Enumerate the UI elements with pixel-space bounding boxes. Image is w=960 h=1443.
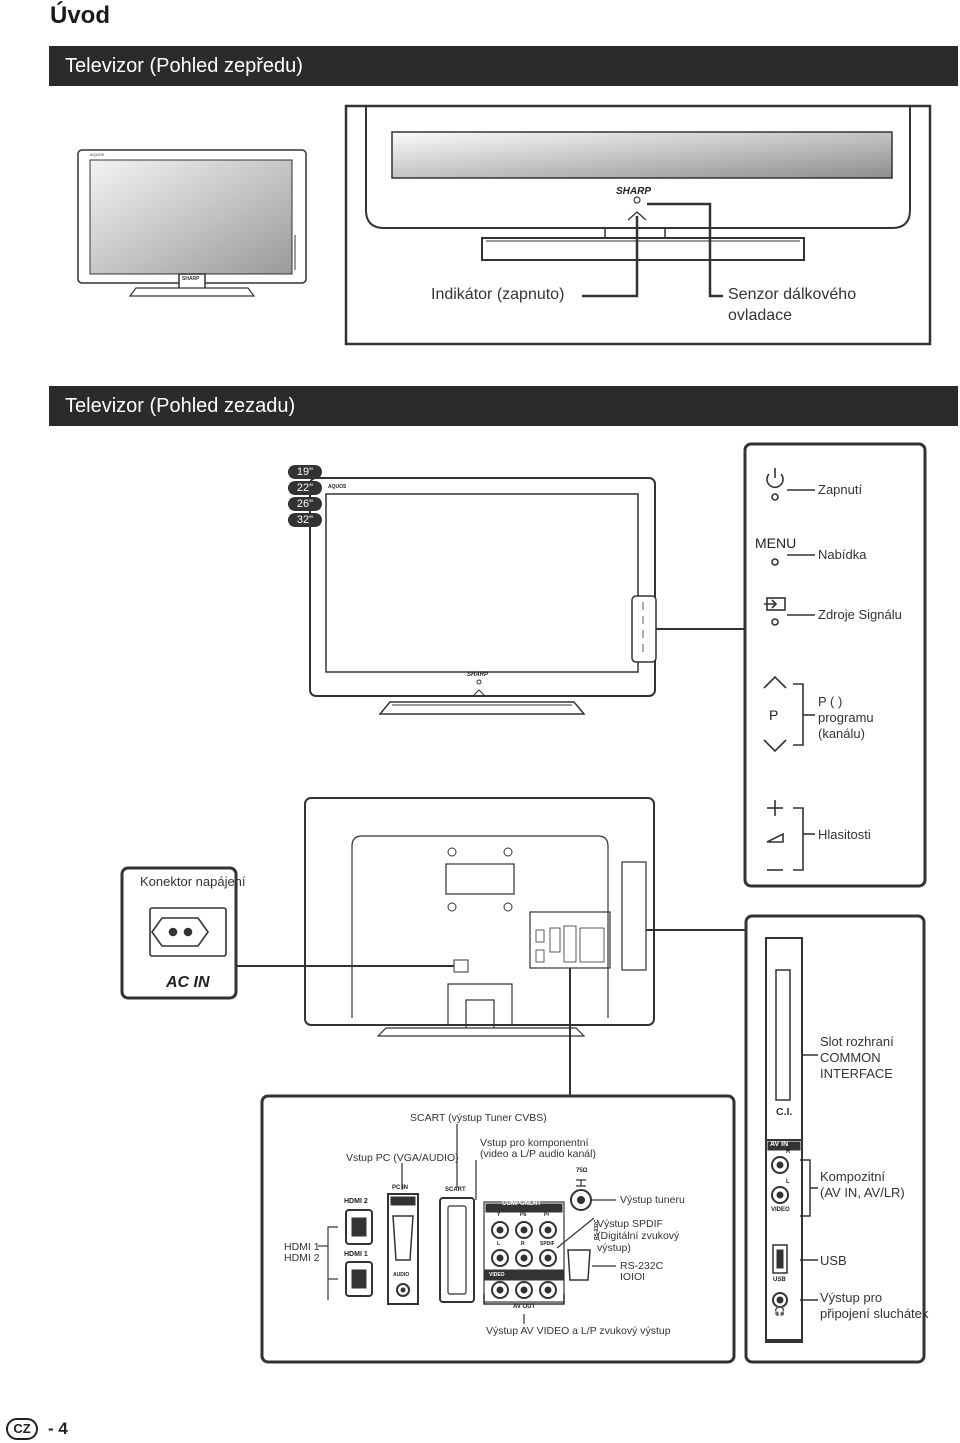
page-number: - 4	[48, 1419, 68, 1438]
program-label-3: (kanálu)	[818, 726, 865, 741]
size-pill: 32"	[288, 513, 322, 527]
ac-in-text: AC IN	[166, 974, 210, 991]
sharp-logo: SHARP	[616, 186, 652, 197]
video-text: VIDEO	[489, 1272, 505, 1278]
spdif-label-3: výstup)	[597, 1242, 631, 1254]
rear-aquos-logo: AQUOS	[328, 484, 347, 490]
size-pill: 26"	[288, 497, 322, 511]
rear-sharp-logo: SHARP	[467, 672, 489, 678]
ohm-text: 75Ω	[576, 1168, 588, 1174]
size-pill: 19"	[288, 465, 322, 479]
spdif-text: SPDIF	[540, 1241, 555, 1247]
hdmi-label-1: HDMI 1	[284, 1241, 320, 1253]
section-front-header: Televizor (Pohled zepředu)	[49, 46, 958, 86]
ci-text: C.I.	[776, 1106, 793, 1118]
page-badge: CZ	[6, 1418, 38, 1440]
r-text: R	[521, 1241, 525, 1247]
menu-label: Nabídka	[818, 547, 867, 562]
small-tv-sharp-logo: SHARP	[182, 276, 200, 282]
rs-label-1: RS-232C	[620, 1260, 664, 1272]
rs-label-2: IOIOI	[620, 1271, 646, 1283]
power-connector-label: Konektor napájení	[140, 874, 246, 889]
vga-text: VGA	[397, 1206, 408, 1212]
page-title: Úvod	[50, 2, 110, 29]
program-label-1: P ( )	[818, 694, 843, 709]
tuner-label: Výstup tuneru	[620, 1194, 685, 1206]
headphone-icon: 🎧	[774, 1306, 786, 1316]
p-text: P	[769, 707, 779, 723]
section-rear-header: Televizor (Pohled zezadu)	[49, 386, 958, 426]
indicator-label: Indikátor (zapnuto)	[431, 286, 565, 303]
scart-label: SCART (výstup Tuner CVBS)	[410, 1112, 547, 1124]
y-text: Y	[497, 1212, 501, 1218]
small-tv-brand: AQUOS	[90, 152, 105, 157]
scart-text: SCART	[445, 1187, 466, 1193]
composite-label-2: (AV IN, AV/LR)	[820, 1185, 905, 1200]
pb-text: Pb	[520, 1212, 527, 1218]
hdmi2-logo: HDMI 2	[344, 1198, 368, 1205]
ci-slot-label-2: COMMON	[820, 1050, 881, 1065]
small-tv-front	[77, 149, 307, 297]
l-text: L	[497, 1241, 501, 1247]
spdif-label-1: Výstup SPDIF	[597, 1218, 663, 1230]
headphone-label-2: připojení sluchátek	[820, 1306, 929, 1321]
usb-label: USB	[820, 1253, 847, 1268]
audio-text: AUDIO	[393, 1272, 410, 1278]
input-label: Zdroje Signálu	[818, 607, 902, 622]
composite-label-1: Kompozitní	[820, 1169, 886, 1184]
menu-text: MENU	[755, 535, 797, 551]
hdmi1-logo: HDMI 1	[344, 1251, 368, 1258]
power-label: Zapnutí	[818, 482, 863, 497]
volume-label: Hlasitosti	[818, 827, 871, 842]
program-label-2: programu	[818, 710, 874, 725]
ci-slot-label-1: Slot rozhraní	[820, 1034, 894, 1049]
av-out-label: Výstup AV VIDEO a L/P zvukový výstup	[486, 1325, 671, 1337]
ci-slot-label-3: INTERFACE	[820, 1066, 893, 1081]
component-text: COMPONENT	[502, 1201, 541, 1207]
av-in-r: R	[786, 1149, 791, 1155]
pr-text: Pr	[544, 1212, 550, 1218]
usb-text: USB	[773, 1277, 786, 1283]
av-in-video: VIDEO	[771, 1207, 790, 1213]
pc-in-text: PC IN	[392, 1185, 409, 1191]
pc-label: Vstup PC (VGA/AUDIO)	[346, 1152, 459, 1164]
spdif-label-2: (Digitální zvukový	[597, 1230, 680, 1242]
hdmi-label-2: HDMI 2	[284, 1252, 320, 1264]
av-in-l: L	[786, 1179, 790, 1185]
component-label-2: (video a L/P audio kanál)	[480, 1148, 596, 1160]
size-pill: 22"	[288, 481, 322, 495]
av-out-text: AV OUT	[513, 1304, 536, 1310]
av-in-text: AV IN	[770, 1141, 789, 1148]
headphone-label-1: Výstup pro	[820, 1290, 883, 1305]
component-label-1: Vstup pro komponentní	[480, 1137, 589, 1149]
sensor-label-1: Senzor dálkového	[728, 286, 857, 303]
sensor-label-2: ovladace	[728, 307, 793, 324]
